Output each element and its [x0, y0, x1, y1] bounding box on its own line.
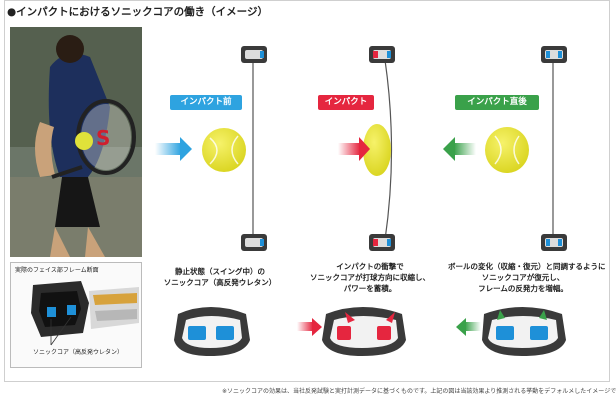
figure-title: ●インパクトにおけるソニックコアの働き（イメージ） [7, 6, 268, 18]
description-after-line2: ソニックコアが復元し、 [481, 273, 565, 282]
stage-label-impact: インパクト [318, 95, 374, 110]
cross-section-illustration [31, 281, 139, 346]
stage-label-after: インパクト直後 [455, 95, 539, 110]
ball-compressed [363, 124, 391, 176]
ball-after [485, 127, 529, 173]
arrow-after-icon [443, 137, 476, 161]
stage-label-before: インパクト前 [170, 95, 242, 110]
description-impact-line1: インパクトの衝撃で [336, 262, 404, 271]
racket-frame-impact [369, 46, 395, 251]
arrow-impact-small-icon [297, 318, 322, 336]
cross-section-static [174, 307, 250, 356]
frame-cross-section-inset: 実際のフェイス部フレーム断面 ソニックコア（高反発ウレタン） [10, 262, 142, 368]
description-after-line3: フレームの反発力を増幅。 [478, 284, 568, 293]
description-impact: インパクトの衝撃で ソニックコアが打球方向に収縮し、 パワーを蓄積。 [300, 261, 440, 294]
ball-before [202, 128, 246, 172]
description-static: 静止状態（スイング中）の ソニックコア（高反発ウレタン） [160, 266, 280, 288]
description-after-line1: ボールの変化（収縮・復元）と同調するように [448, 262, 606, 271]
restore-arrow-right-icon [539, 310, 547, 320]
restore-arrow-left-icon [497, 310, 505, 320]
arrow-impact-icon [338, 137, 370, 161]
racket-frame-before [241, 46, 267, 251]
description-impact-line2: ソニックコアが打球方向に収縮し、 [310, 273, 430, 282]
tennis-player-photo: S [10, 27, 142, 257]
svg-text:S: S [96, 126, 110, 150]
inset-core-label: ソニックコア（高反発ウレタン） [33, 349, 124, 356]
arrow-before-icon [155, 137, 192, 161]
description-after: ボールの変化（収縮・復元）と同調するように ソニックコアが復元し、 フレームの反… [448, 261, 606, 294]
compress-arrow-left-icon [345, 312, 355, 323]
cross-section-impact [297, 307, 406, 356]
description-static-line1: 静止状態（スイング中）の [175, 267, 265, 276]
stage-impact [338, 46, 395, 251]
footnote: ※ソニックコアの効果は、当社反発試験と実打計測データに基づくものです。上記の図は… [222, 388, 616, 395]
cross-section-after [456, 307, 566, 356]
inset-title: 実際のフェイス部フレーム断面 [15, 267, 99, 274]
description-impact-line3: パワーを蓄積。 [343, 284, 397, 293]
tennis-player-illustration: S [10, 27, 142, 257]
arrow-after-small-icon [456, 318, 481, 336]
description-static-line2: ソニックコア（高反発ウレタン） [163, 278, 277, 287]
compress-arrow-right-icon [386, 312, 395, 323]
racket-frame-after [541, 46, 567, 251]
stage-before-impact [155, 46, 267, 251]
stage-after-impact [443, 46, 567, 251]
figure-border [4, 0, 610, 382]
